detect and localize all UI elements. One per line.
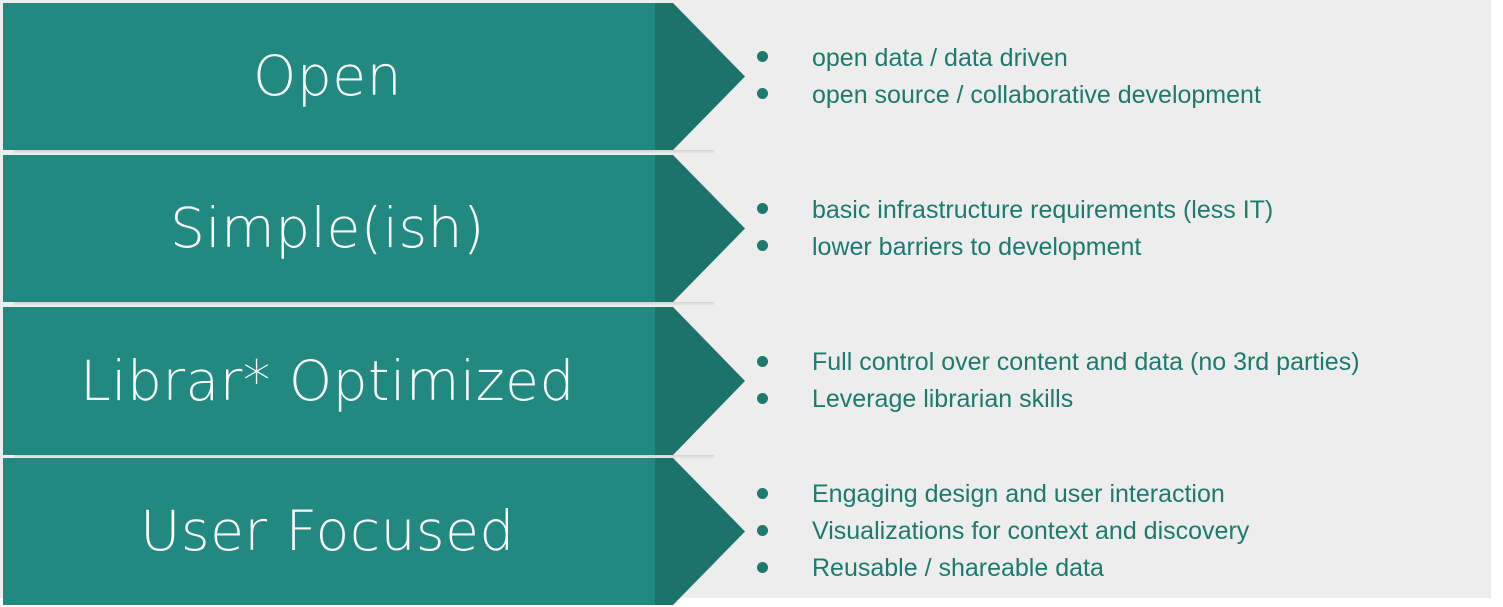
bullet-dot-icon: [757, 550, 812, 587]
bullet-text: Visualizations for context and discovery: [812, 517, 1250, 545]
list-item: lower barriers to development: [757, 229, 1491, 266]
bullet-dot-icon: [757, 40, 812, 77]
list-item: open source / collaborative development: [757, 77, 1491, 114]
diagram-row-librar-optimized: Librar* Optimized Full control over cont…: [0, 307, 1491, 455]
bullet-list-librar-optimized: Full control over content and data (no 3…: [757, 307, 1491, 455]
bullet-list-open: open data / data driven open source / co…: [757, 3, 1491, 150]
bullet-dot-icon: [757, 381, 812, 418]
list-item: Visualizations for context and discovery: [757, 513, 1491, 550]
chevron-shape-simple-ish[interactable]: [3, 155, 745, 302]
bullet-text: lower barriers to development: [812, 232, 1142, 261]
chevron-shape-user-focused[interactable]: [3, 458, 745, 605]
bullet-list-user-focused: Engaging design and user interaction Vis…: [757, 458, 1491, 605]
list-item: Leverage librarian skills: [757, 381, 1491, 418]
bullet-dot-icon: [757, 192, 812, 229]
bullet-dot-icon: [757, 77, 812, 114]
list-item: basic infrastructure requirements (less …: [757, 192, 1491, 229]
diagram-row-simple-ish: Simple(ish) basic infrastructure require…: [0, 155, 1491, 302]
list-item: Engaging design and user interaction: [757, 476, 1491, 513]
bullet-text: basic infrastructure requirements (less …: [812, 195, 1274, 224]
list-item: Reusable / shareable data: [757, 550, 1491, 587]
bullet-dot-icon: [757, 344, 812, 381]
bullet-dot-icon: [757, 513, 812, 550]
bullet-list-simple-ish: basic infrastructure requirements (less …: [757, 155, 1491, 302]
bullet-text: Engaging design and user interaction: [812, 480, 1225, 508]
bullet-text: Reusable / shareable data: [812, 554, 1104, 582]
chevron-shape-open[interactable]: [3, 3, 745, 150]
bullet-dot-icon: [757, 476, 812, 513]
list-item: open data / data driven: [757, 40, 1491, 77]
chevron-shape-librar-optimized[interactable]: [3, 307, 745, 455]
bullet-text: open data / data driven: [812, 43, 1068, 72]
bullet-text: Leverage librarian skills: [812, 385, 1074, 413]
list-item: Full control over content and data (no 3…: [757, 344, 1491, 381]
diagram-row-user-focused: User Focused Engaging design and user in…: [0, 458, 1491, 605]
bullet-text: Full control over content and data (no 3…: [812, 348, 1360, 376]
bullet-text: open source / collaborative development: [812, 80, 1261, 109]
diagram-row-open: Open open data / data driven open source…: [0, 3, 1491, 150]
bullet-dot-icon: [757, 229, 812, 266]
